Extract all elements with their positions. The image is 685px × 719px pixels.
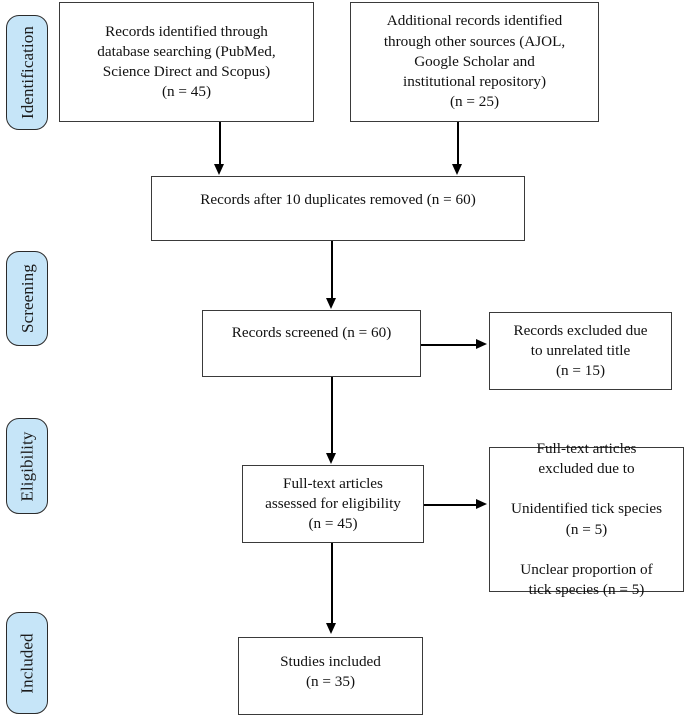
stage-tab-identification-label: Identification: [17, 26, 37, 119]
box-fulltext-excluded: Full-text articles excluded due to Unide…: [489, 440, 684, 598]
stage-tab-included[interactable]: Included: [6, 612, 48, 714]
stage-tab-eligibility[interactable]: Eligibility: [6, 418, 48, 514]
arrowhead-database-to-duplicates: [214, 164, 224, 175]
box-fulltext-assessed: Full-text articles assessed for eligibil…: [242, 465, 424, 543]
connector-screened-to-excluded: [421, 344, 478, 346]
box-records-identified-database: Records identified through database sear…: [59, 2, 314, 122]
stage-tab-identification[interactable]: Identification: [6, 15, 48, 130]
arrowhead-fulltext-to-excluded: [476, 499, 487, 509]
connector-fulltext-to-excluded: [424, 504, 478, 506]
box-records-excluded-text: Records excluded due to unrelated title …: [513, 321, 648, 380]
box-fulltext-assessed-text: Full-text articles assessed for eligibil…: [265, 474, 401, 533]
stage-tab-included-label: Included: [17, 632, 37, 694]
box-duplicates-removed-text: Records after 10 duplicates removed (n =…: [200, 191, 476, 208]
arrowhead-other-sources-to-duplicates: [452, 164, 462, 175]
box-additional-records-other-sources-text: Additional records identified through ot…: [383, 12, 566, 111]
arrowhead-duplicates-to-screened: [326, 298, 336, 309]
arrowhead-fulltext-to-included: [326, 623, 336, 634]
arrowhead-screened-to-fulltext: [326, 453, 336, 464]
connector-fulltext-to-included: [331, 543, 333, 625]
stage-tab-screening[interactable]: Screening: [6, 251, 48, 346]
box-records-screened-text: Records screened (n = 60): [231, 324, 392, 341]
connector-screened-to-fulltext: [331, 377, 333, 455]
box-additional-records-other-sources: Additional records identified through ot…: [350, 2, 599, 122]
connector-other-sources-to-duplicates: [457, 122, 459, 166]
stage-tab-screening-label: Screening: [17, 264, 37, 333]
box-studies-included-text: Studies included (n = 35): [280, 653, 381, 691]
connector-duplicates-to-screened: [331, 241, 333, 300]
box-studies-included: Studies included (n = 35): [238, 637, 423, 715]
box-records-excluded: Records excluded due to unrelated title …: [489, 312, 672, 390]
box-fulltext-excluded-text: Full-text articles excluded due to Unide…: [511, 439, 662, 599]
connector-database-to-duplicates: [219, 122, 221, 166]
arrowhead-screened-to-excluded: [476, 339, 487, 349]
box-records-identified-database-text: Records identified through database sear…: [97, 22, 276, 101]
stage-tab-eligibility-label: Eligibility: [17, 430, 37, 502]
box-duplicates-removed: Records after 10 duplicates removed (n =…: [151, 176, 525, 241]
box-records-screened: Records screened (n = 60): [202, 310, 421, 377]
